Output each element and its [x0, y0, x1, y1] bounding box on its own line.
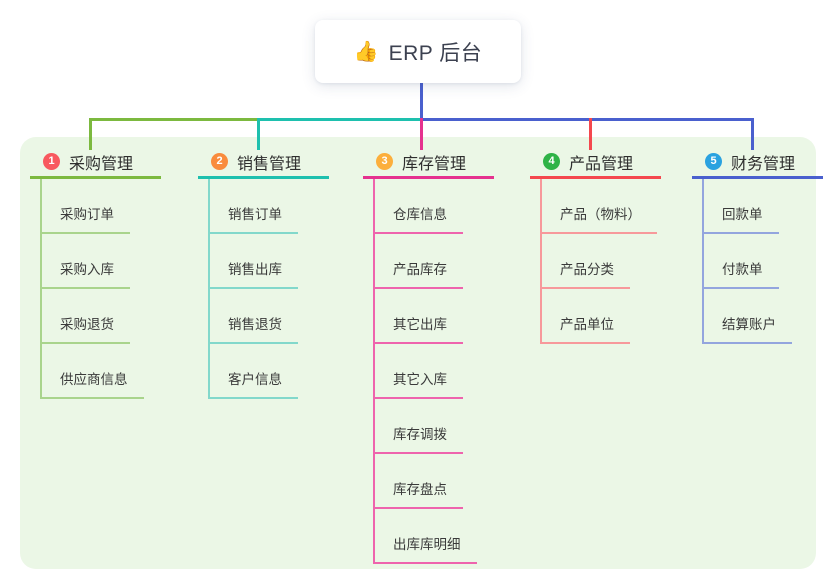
child-node[interactable]: 采购订单 [42, 179, 130, 234]
child-node-label: 采购退货 [60, 317, 114, 332]
child-node[interactable]: 供应商信息 [42, 344, 144, 399]
branch-drop-line [589, 118, 592, 150]
branch-drop-line [257, 118, 260, 150]
branch-column: 5 财务管理 回款单付款单结算账户 [692, 147, 823, 344]
branch-drop-line [751, 118, 754, 150]
child-node[interactable]: 销售订单 [210, 179, 298, 234]
bus-segment-1 [89, 118, 257, 121]
child-node-label: 其它入库 [393, 372, 447, 387]
branch-number-badge: 2 [211, 153, 228, 170]
branch-node[interactable]: 1 采购管理 [30, 147, 161, 179]
root-trunk-line [420, 83, 423, 121]
child-node-label: 产品（物料） [560, 207, 641, 222]
branch-node-label: 产品管理 [569, 155, 634, 173]
child-node-label: 销售退货 [228, 317, 282, 332]
branches-panel: 1 采购管理 采购订单采购入库采购退货供应商信息 2 销售管理 销售订单销售出库… [20, 137, 823, 569]
bus-segment-2 [257, 118, 422, 121]
branch-node-label: 采购管理 [69, 155, 134, 173]
child-node-label: 库存盘点 [393, 482, 447, 497]
branch-node-label: 库存管理 [402, 155, 467, 173]
root-node[interactable]: 👍 ERP 后台 [315, 20, 521, 83]
branch-number-badge: 3 [376, 153, 393, 170]
child-node-label: 采购订单 [60, 207, 114, 222]
child-node-label: 产品库存 [393, 262, 447, 277]
child-node-label: 其它出库 [393, 317, 447, 332]
branch-node[interactable]: 4 产品管理 [530, 147, 661, 179]
child-node-label: 回款单 [722, 207, 763, 222]
branch-column: 4 产品管理 产品（物料） 产品分类产品单位 [530, 147, 661, 344]
branch-children: 销售订单销售出库销售退货客户信息 [208, 179, 298, 399]
branch-number-badge: 5 [705, 153, 722, 170]
branch-drop-line [89, 118, 92, 150]
child-node-label: 客户信息 [228, 372, 282, 387]
branch-children: 仓库信息产品库存其它出库其它入库库存调拨库存盘点出库库明细 [373, 179, 477, 564]
thumbs-up-icon: 👍 [353, 40, 379, 63]
child-node[interactable]: 仓库信息 [375, 179, 463, 234]
child-node-label: 仓库信息 [393, 207, 447, 222]
branch-children: 回款单付款单结算账户 [702, 179, 792, 344]
branch-node[interactable]: 3 库存管理 [363, 147, 494, 179]
branch-number-badge: 1 [43, 153, 60, 170]
branch-node[interactable]: 5 财务管理 [692, 147, 823, 179]
child-node[interactable]: 其它出库 [375, 289, 463, 344]
child-node[interactable]: 付款单 [704, 234, 779, 289]
branch-node[interactable]: 2 销售管理 [198, 147, 329, 179]
branch-drop-line [420, 118, 423, 150]
child-node-label: 销售出库 [228, 262, 282, 277]
branch-column: 3 库存管理 仓库信息产品库存其它出库其它入库库存调拨库存盘点出库库明细 [363, 147, 494, 564]
child-node[interactable]: 库存盘点 [375, 454, 463, 509]
child-node-label: 出库库明细 [393, 537, 461, 552]
child-node-label: 销售订单 [228, 207, 282, 222]
child-node[interactable]: 采购入库 [42, 234, 130, 289]
child-node-label: 产品单位 [560, 317, 614, 332]
branch-children: 产品（物料） 产品分类产品单位 [540, 179, 657, 344]
child-node[interactable]: 库存调拨 [375, 399, 463, 454]
branch-column: 1 采购管理 采购订单采购入库采购退货供应商信息 [30, 147, 161, 399]
child-node[interactable]: 结算账户 [704, 289, 792, 344]
root-node-label: ERP 后台 [388, 41, 483, 65]
child-node-label: 库存调拨 [393, 427, 447, 442]
bus-segment-3 [422, 118, 754, 121]
branch-column: 2 销售管理 销售订单销售出库销售退货客户信息 [198, 147, 329, 399]
branch-number-badge: 4 [543, 153, 560, 170]
child-node[interactable]: 回款单 [704, 179, 779, 234]
child-node[interactable]: 产品单位 [542, 289, 630, 344]
branch-children: 采购订单采购入库采购退货供应商信息 [40, 179, 144, 399]
child-node[interactable]: 其它入库 [375, 344, 463, 399]
child-node[interactable]: 出库库明细 [375, 509, 477, 564]
child-node-label: 付款单 [722, 262, 763, 277]
child-node-label: 采购入库 [60, 262, 114, 277]
branch-node-label: 销售管理 [237, 155, 302, 173]
child-node-label: 供应商信息 [60, 372, 128, 387]
child-node[interactable]: 采购退货 [42, 289, 130, 344]
child-node[interactable]: 产品库存 [375, 234, 463, 289]
child-node[interactable]: 销售出库 [210, 234, 298, 289]
child-node[interactable]: 产品分类 [542, 234, 630, 289]
child-node[interactable]: 销售退货 [210, 289, 298, 344]
child-node-label: 结算账户 [722, 317, 776, 332]
child-node-label: 产品分类 [560, 262, 614, 277]
branch-node-label: 财务管理 [731, 155, 796, 173]
child-node[interactable]: 产品（物料） [542, 179, 657, 234]
child-node[interactable]: 客户信息 [210, 344, 298, 399]
